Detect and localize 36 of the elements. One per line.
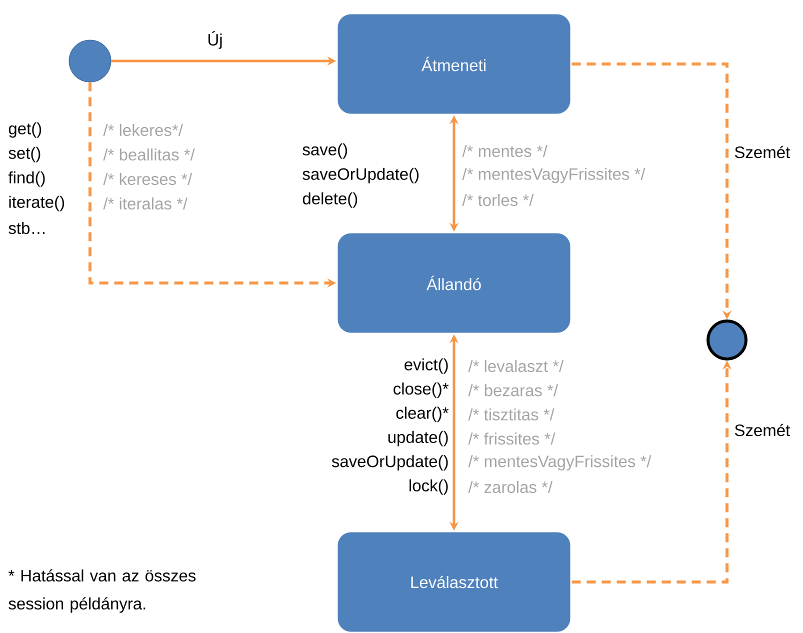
- method-name: saveOrUpdate(): [302, 168, 419, 184]
- footnote: * Hatással van az összes session példányra.: [8, 569, 196, 613]
- method-name: delete(): [302, 192, 358, 208]
- code-comment: /* tisztitas */: [468, 408, 554, 420]
- method-name: stb…: [8, 222, 44, 234]
- state-box: Leválasztott: [336, 530, 572, 633]
- method-name: evict(): [404, 358, 448, 374]
- method-name: saveOrUpdate(): [332, 455, 448, 470]
- code-comment: /* torles */: [462, 194, 534, 206]
- code-comment: /* zarolas */: [468, 480, 553, 494]
- state-box: Állandó: [336, 232, 572, 334]
- method-name: find(): [8, 171, 45, 187]
- method-name: update(): [388, 430, 448, 446]
- code-comment: /* frissites */: [468, 432, 556, 445]
- method-name: clear()*: [396, 406, 449, 422]
- method-name: lock(): [410, 479, 448, 495]
- method-name: save(): [302, 143, 348, 159]
- code-comment: /* beallitas */: [103, 148, 195, 161]
- method-name: get(): [8, 122, 42, 138]
- code-comment: /* bezaras */: [468, 384, 558, 396]
- code-comment: /* levalaszt */: [468, 360, 564, 372]
- method-name: set(): [8, 146, 40, 162]
- method-name: close()*: [394, 382, 449, 398]
- code-comment: /* kereses */: [103, 172, 192, 186]
- code-comment: /* lekeres*/: [103, 124, 183, 136]
- edge-label: Szemét: [733, 144, 792, 160]
- code-comment: /* mentes */: [462, 144, 548, 158]
- start-circle: [68, 40, 112, 82]
- code-comment: /* mentesVagyFrissites */: [468, 455, 652, 470]
- method-name: iterate(): [9, 196, 64, 212]
- state-box: Átmeneti: [336, 12, 572, 116]
- code-comment: /* iteralas */: [103, 197, 188, 210]
- edge-label: Új: [206, 30, 224, 50]
- end-circle: [706, 320, 748, 360]
- code-comment: /* mentesVagyFrissites */: [462, 168, 646, 184]
- edge-label: Szemét: [733, 422, 792, 438]
